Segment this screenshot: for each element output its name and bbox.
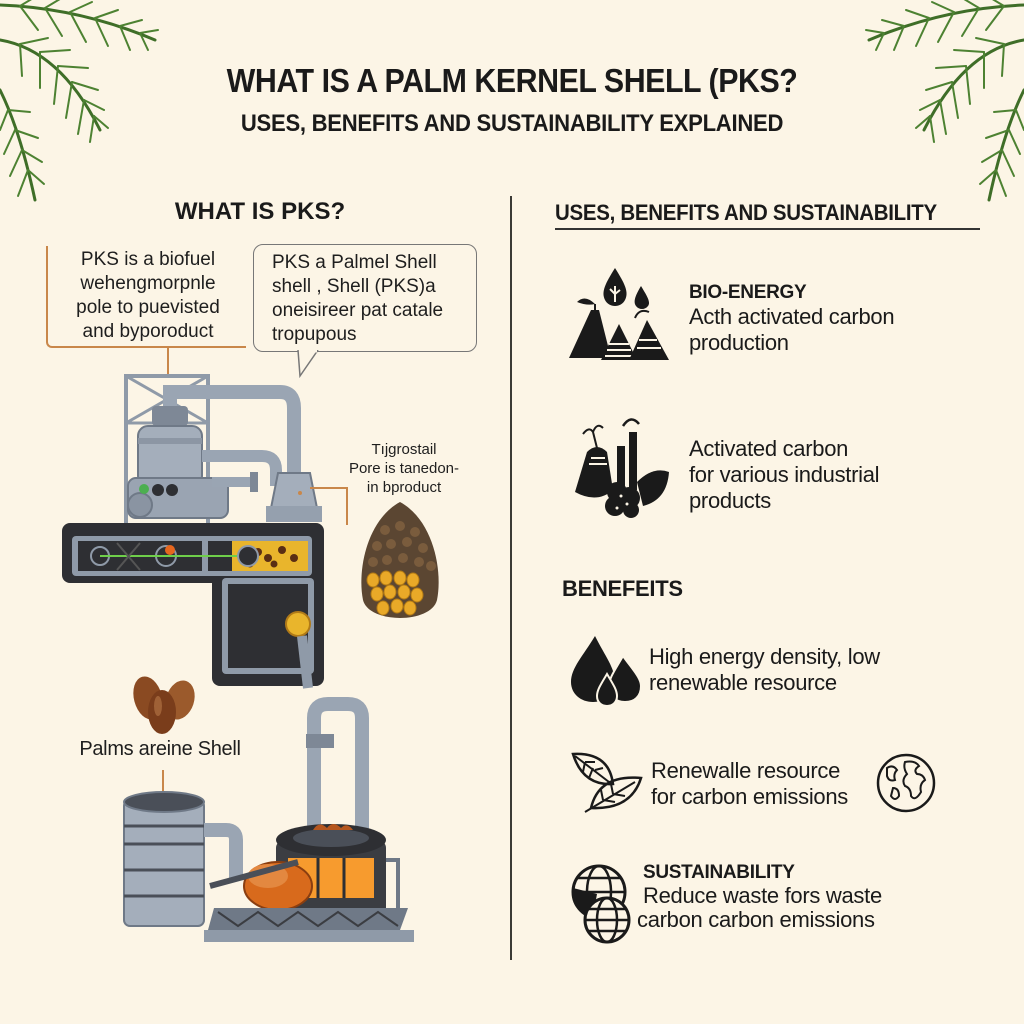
callout-line: wehengmorpnle xyxy=(80,273,216,294)
use-title: BIO-ENERGY xyxy=(689,282,807,303)
leaves-icon xyxy=(571,752,643,813)
shell-label: Palms areine Shell xyxy=(79,738,241,760)
shell-leader-line xyxy=(162,770,164,800)
benefits-heading: BENEFEITS xyxy=(562,576,683,601)
bio-energy-icon xyxy=(569,268,669,360)
bubble-line: tropupous xyxy=(272,324,357,345)
benefit-description-line: for carbon emissions xyxy=(651,784,848,809)
palm-frond-left-decoration xyxy=(0,0,159,202)
sustainability-description-line: Reduce waste fors waste xyxy=(643,883,882,908)
bunch-leader-line-vertical xyxy=(346,487,348,525)
bubble-line: shell , Shell (PKS)a xyxy=(272,276,436,297)
water-drops-icon xyxy=(571,636,643,708)
callout-line: pole to puevisted xyxy=(76,297,220,318)
benefit-description-line: renewable resource xyxy=(649,670,837,695)
column-divider xyxy=(510,196,512,960)
bunch-label-line: Pore is tanedon- xyxy=(348,460,460,477)
benefit-description-line: High energy density, low xyxy=(649,644,880,669)
speech-bubble: PKS a Palmel Shell shell , Shell (PKS)a … xyxy=(253,244,477,352)
use-description-line: products xyxy=(689,488,771,513)
globe-icon xyxy=(876,753,936,813)
palm-kernel-shells-icon xyxy=(133,676,195,734)
processing-plant-illustration xyxy=(62,374,324,689)
sustainability-title: SUSTAINABILITY xyxy=(643,862,795,883)
use-description-line: Activated carbon xyxy=(689,436,849,461)
use-item-activated-carbon: Activated carbon for various industrial … xyxy=(565,408,985,518)
bubble-line: PKS a Palmel Shell xyxy=(272,252,437,273)
benefit-description-line: Renewalle resource xyxy=(651,758,841,783)
bunch-label-line: Tıjgrostail xyxy=(371,441,437,458)
definition-callout: PKS is a biofuel wehengmorpnle pole to p… xyxy=(46,246,246,348)
industrial-products-icon xyxy=(575,418,669,518)
palm-frond-right-decoration xyxy=(865,0,1024,202)
use-description-line: Acth activated carbon xyxy=(689,304,895,329)
use-description-line: for various industrial xyxy=(689,462,880,487)
page-subtitle: USES, BENEFITS AND SUSTAINABILITY EXPLAI… xyxy=(240,110,784,137)
page-title: WHAT IS A PALM KERNEL SHELL (PKS? xyxy=(226,62,798,99)
callout-leader-line xyxy=(167,346,169,374)
what-is-pks-heading: WHAT IS PKS? xyxy=(174,198,346,225)
boiler-furnace-illustration xyxy=(123,697,414,942)
uses-benefits-heading: USES, BENEFITS AND SUSTAINABILITY xyxy=(555,200,980,230)
use-item-bio-energy: BIO-ENERGY Acth activated carbon product… xyxy=(565,262,985,372)
benefit-item-renewable-resource: Renewalle resource for carbon emissions xyxy=(565,748,985,820)
sustainability-item: SUSTAINABILITY Reduce waste fors waste c… xyxy=(565,860,985,950)
use-description-line: production xyxy=(689,330,789,355)
palm-fruit-bunch-illustration xyxy=(361,502,439,618)
uses-benefits-heading-text: USES, BENEFITS AND SUSTAINABILITY xyxy=(555,200,937,225)
bubble-line: oneisireer pat catale xyxy=(272,300,444,321)
bunch-label-line: in bproduct xyxy=(366,479,442,496)
callout-line: PKS is a biofuel xyxy=(80,249,216,270)
bunch-leader-line xyxy=(310,487,346,489)
benefit-item-energy-density: High energy density, low renewable resou… xyxy=(565,632,985,712)
bunch-label: Tıjgrostail Pore is tanedon- in bproduct xyxy=(330,440,478,497)
callout-line: and byporoduct xyxy=(82,321,214,342)
globes-icon xyxy=(571,864,631,944)
speech-bubble-tail xyxy=(297,350,319,379)
sustainability-description-line: carbon carbon emissions xyxy=(637,907,875,932)
